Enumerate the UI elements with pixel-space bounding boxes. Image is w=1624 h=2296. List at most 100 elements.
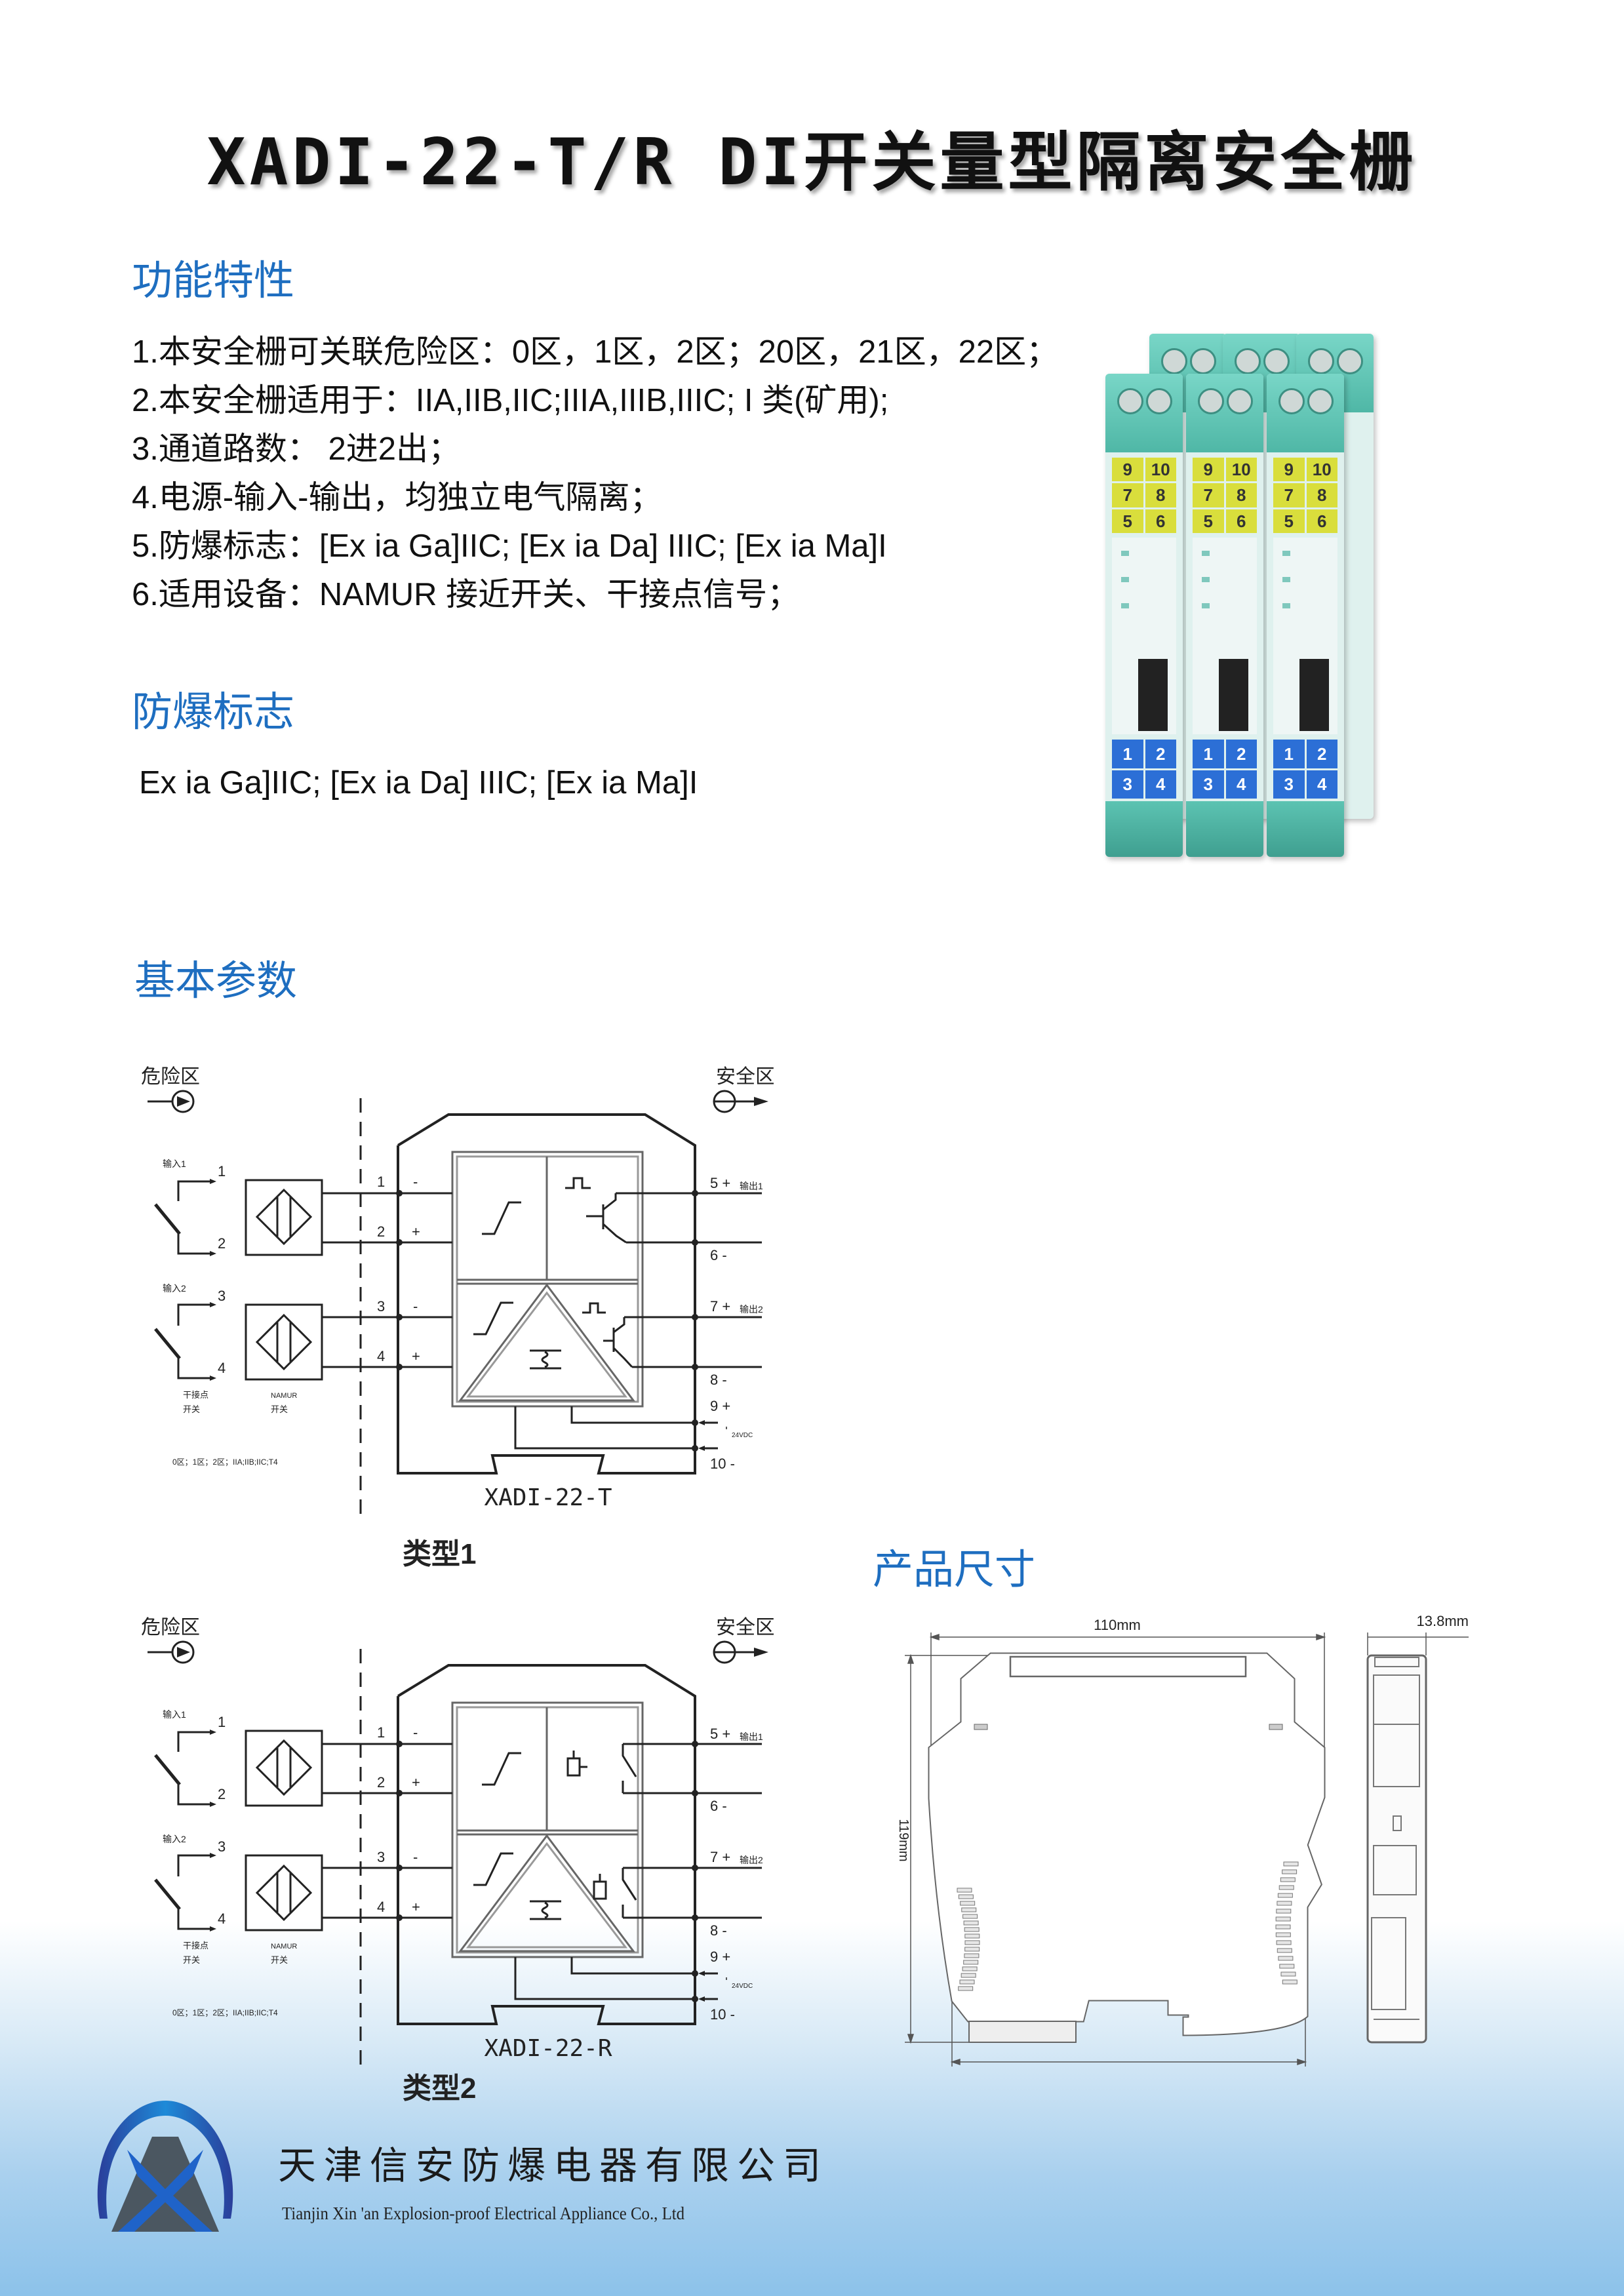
terminal-number: 4 <box>1306 770 1337 799</box>
threshold-icon <box>482 1752 521 1786</box>
junction-dot <box>692 1419 698 1426</box>
pulse-icon <box>565 1177 591 1189</box>
vent-slot <box>1282 1979 1297 1985</box>
junction-dot <box>396 1364 403 1370</box>
terminal-number: 3 <box>1112 770 1143 799</box>
diagram-label: 输入1 <box>163 1158 186 1169</box>
vent-slot <box>1275 1924 1291 1930</box>
vent-slot <box>1277 1893 1293 1898</box>
diagram-label: NAMUR <box>271 1392 297 1400</box>
namur-sensor-icon <box>245 1730 323 1807</box>
terminal-number: 10 <box>1306 458 1337 482</box>
diagram-label: XADI-22-R <box>484 2035 612 2062</box>
vent-slot <box>964 1953 980 1958</box>
params-heading: 基本参数 <box>134 959 298 1004</box>
vent-slot <box>961 1973 976 1978</box>
side-view <box>1366 1654 1427 2044</box>
terminal-block-top <box>1149 334 1227 412</box>
terminal-block-top <box>1186 374 1263 452</box>
terminal-block-bottom <box>1267 801 1344 857</box>
terminal-number: 8 <box>1145 483 1176 507</box>
terminal-block-top <box>1267 374 1344 452</box>
vent-slot <box>964 1947 980 1952</box>
terminal-block-bottom <box>1186 801 1263 857</box>
vent-slot <box>960 1901 976 1906</box>
diagram-label: + <box>412 1223 420 1240</box>
dry-contact-switch-icon <box>154 1303 211 1379</box>
junction-dot <box>396 1314 403 1320</box>
vent-slot <box>963 1920 979 1926</box>
diagram-label: 0区；1区；2区；IIA;IIB;IIC;T4 <box>172 2008 278 2017</box>
led-indicator <box>1202 577 1210 582</box>
dry-contact-switch-icon <box>154 1180 211 1255</box>
diagram-label: XADI-22-T <box>484 1484 612 1511</box>
vent-slot <box>1277 1948 1292 1953</box>
diagram-label: 危险区 <box>141 1617 200 1638</box>
vent-slot <box>957 1888 972 1893</box>
led-indicator <box>1121 577 1129 582</box>
terminal-number: 8 <box>1306 483 1337 507</box>
diagram-label: 1 <box>218 1163 226 1179</box>
diagram-label: - <box>413 1174 418 1190</box>
vent-slot <box>958 1986 974 1991</box>
led-indicator <box>1121 603 1129 608</box>
diagram-label: 2 <box>377 1223 385 1240</box>
features-list: 1.本安全栅可关联危险区：0区，1区，2区；20区，21区，22区； 2.本安全… <box>132 328 1058 619</box>
vent-slot <box>1279 1964 1295 1969</box>
page-title: XADI-22-T/R DI开关量型隔离安全栅 <box>207 125 1417 200</box>
junction-dot <box>692 1239 698 1246</box>
barrier-housing <box>397 1664 696 2025</box>
dip-switch <box>1138 659 1168 731</box>
junction-dot <box>692 1970 698 1977</box>
vent-slot <box>1277 1901 1292 1906</box>
dry-contact-switch-icon <box>154 1731 211 1806</box>
type1-label: 类型1 <box>403 1538 477 1570</box>
diagram-label: 5 + <box>710 1726 730 1742</box>
vent-slot <box>1280 1877 1296 1882</box>
diagram-label: + <box>412 1899 420 1915</box>
diagram-label: 2 <box>218 1235 226 1252</box>
junction-dot <box>692 1445 698 1452</box>
supply-wire <box>514 1406 695 1450</box>
diagram-label: + <box>412 1774 420 1791</box>
height-label: 119mm <box>896 1819 911 1861</box>
terminal-number: 10 <box>1145 458 1176 482</box>
screw-icon <box>1161 348 1187 374</box>
terminal-number: 4 <box>1225 770 1257 799</box>
features-heading: 功能特性 <box>132 258 295 304</box>
threshold-icon <box>473 1301 513 1336</box>
diagram-label: 3 <box>377 1298 385 1315</box>
diagram-label: 开关 <box>183 1955 200 1965</box>
screw-icon <box>1307 388 1334 414</box>
namur-sensor-icon <box>245 1179 323 1256</box>
terminal-block-bottom <box>1105 801 1183 857</box>
junction-dot <box>396 1865 403 1871</box>
vent-slot <box>1282 1869 1297 1874</box>
dimension-drawing: 110mm 13.8mm 119mm <box>896 1613 1469 2067</box>
terminal-number: 1 <box>1193 740 1224 768</box>
din-clip <box>968 2021 1077 2043</box>
threshold-icon <box>473 1852 513 1886</box>
diagram-label: 6 - <box>710 1247 727 1263</box>
terminal-number: 5 <box>1273 509 1305 533</box>
top-slot <box>1009 1655 1247 1678</box>
diagram-label: 8 - <box>710 1922 727 1939</box>
diagram-label: 4 <box>218 1910 226 1927</box>
diagram-label: 输出1 <box>740 1181 763 1191</box>
terminal-number: 9 <box>1112 458 1143 482</box>
led-indicator <box>1121 551 1129 556</box>
terminal-number: 3 <box>1193 770 1224 799</box>
terminal-number: 7 <box>1193 483 1224 507</box>
diagram-label: 1 <box>218 1714 226 1730</box>
junction-dot <box>396 1741 403 1747</box>
dip-switch <box>1299 659 1329 731</box>
feature-item: 3.通道路数： 2进2出； <box>132 431 460 467</box>
type2-label: 类型2 <box>403 2072 477 2105</box>
diagram-label: 开关 <box>271 1955 288 1965</box>
diagram-label: 4 <box>377 1899 385 1915</box>
terminal-number: 6 <box>1145 509 1176 533</box>
